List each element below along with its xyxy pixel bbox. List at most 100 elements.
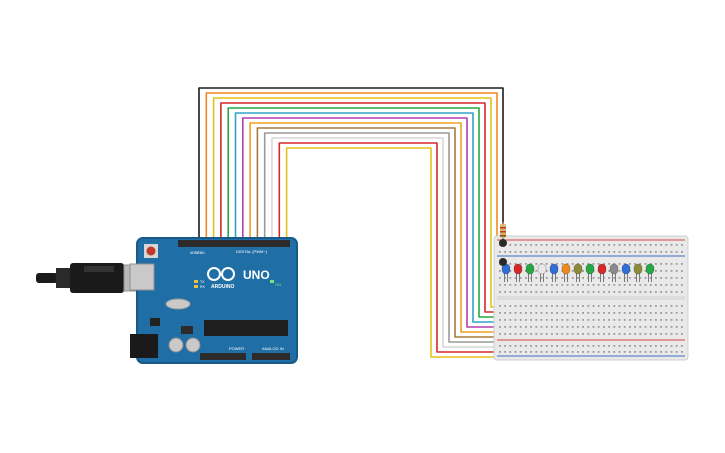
breadboard-hole <box>530 333 532 335</box>
breadboard-hole <box>545 277 548 279</box>
breadboard-hole <box>514 277 517 279</box>
led[interactable] <box>621 263 631 282</box>
breadboard-hole <box>675 251 678 253</box>
breadboard-hole <box>499 251 501 253</box>
breadboard-hole <box>545 333 548 335</box>
breadboard-hole <box>551 284 553 286</box>
breadboard-hole <box>509 305 512 307</box>
breadboard-hole <box>499 351 501 353</box>
led[interactable] <box>525 263 535 282</box>
breadboard-hole <box>608 345 610 347</box>
breadboard-hole <box>592 263 595 265</box>
led[interactable] <box>501 263 511 282</box>
breadboard-hole <box>571 312 574 314</box>
breadboard-hole <box>644 326 647 328</box>
breadboard-hole <box>649 244 652 246</box>
breadboard-hole <box>530 291 532 293</box>
breadboard-hole <box>629 326 631 328</box>
breadboard-hole <box>655 291 657 293</box>
breadboard-hole <box>639 319 642 321</box>
atmega-chip <box>204 320 288 336</box>
breadboard[interactable] <box>493 235 689 361</box>
led[interactable] <box>549 263 559 282</box>
breadboard-hole <box>623 326 626 328</box>
led[interactable] <box>513 263 523 282</box>
breadboard-hole <box>618 319 621 321</box>
breadboard-hole <box>530 326 532 328</box>
breadboard-hole <box>660 345 662 347</box>
breadboard-hole <box>603 312 605 314</box>
voltage-regulator <box>150 318 160 326</box>
breadboard-hole <box>681 333 683 335</box>
breadboard-hole <box>608 263 610 265</box>
breadboard-hole <box>571 284 574 286</box>
breadboard-hole <box>556 305 558 307</box>
breadboard-hole <box>618 345 621 347</box>
breadboard-hole <box>623 333 626 335</box>
led[interactable] <box>561 263 571 282</box>
led[interactable] <box>597 263 607 282</box>
breadboard-hole <box>634 305 636 307</box>
reset-button[interactable] <box>146 246 156 256</box>
usb-cable-end <box>36 273 58 283</box>
breadboard-hole <box>582 251 584 253</box>
breadboard-hole <box>582 284 584 286</box>
transistor[interactable] <box>499 239 507 266</box>
breadboard-hole <box>629 319 631 321</box>
usb-strain-relief <box>56 268 70 288</box>
capacitor-2 <box>185 337 201 353</box>
breadboard-hole <box>577 284 579 286</box>
led[interactable] <box>609 263 619 282</box>
breadboard-hole <box>571 251 574 253</box>
breadboard-hole <box>504 333 506 335</box>
led[interactable] <box>645 263 655 282</box>
breadboard-hole <box>556 284 558 286</box>
breadboard-hole <box>623 305 626 307</box>
breadboard-hole <box>509 270 512 272</box>
breadboard-hole <box>670 291 673 293</box>
breadboard-hole <box>618 291 621 293</box>
breadboard-hole <box>545 326 548 328</box>
breadboard-hole <box>556 333 558 335</box>
breadboard-hole <box>509 291 512 293</box>
breadboard-hole <box>681 263 683 265</box>
breadboard-hole <box>514 326 517 328</box>
rx-led <box>194 285 198 288</box>
usb-cable[interactable] <box>36 263 141 293</box>
breadboard-hole <box>649 319 652 321</box>
breadboard-hole <box>597 312 600 314</box>
breadboard-hole <box>535 251 538 253</box>
transistor-body <box>499 239 507 247</box>
arduino-uno-board[interactable]: UNO ARDUINO DIGITAL (PWM~) POWER ANALOG … <box>129 237 298 364</box>
breadboard-hole <box>649 333 652 335</box>
breadboard-hole <box>509 312 512 314</box>
breadboard-hole <box>644 263 647 265</box>
breadboard-hole <box>499 345 501 347</box>
breadboard-hole <box>660 305 662 307</box>
breadboard-hole <box>592 319 595 321</box>
breadboard-hole <box>644 312 647 314</box>
breadboard-hole <box>665 277 668 279</box>
breadboard-hole <box>681 312 683 314</box>
digital-header <box>178 240 290 247</box>
usb-plug-grip <box>84 266 114 272</box>
breadboard-hole <box>675 345 678 347</box>
led[interactable] <box>573 263 583 282</box>
led[interactable] <box>585 263 595 282</box>
breadboard-hole <box>551 305 553 307</box>
breadboard-hole <box>571 333 574 335</box>
led[interactable] <box>633 263 643 282</box>
breadboard-hole <box>670 305 673 307</box>
gnd-label: GND <box>197 251 205 255</box>
breadboard-hole <box>556 345 558 347</box>
breadboard-hole <box>670 277 673 279</box>
breadboard-hole <box>665 326 668 328</box>
breadboard-hole <box>519 263 522 265</box>
breadboard-hole <box>587 284 590 286</box>
breadboard-hole <box>675 244 678 246</box>
tx-label: TX <box>200 280 205 284</box>
breadboard-hole <box>675 319 678 321</box>
led[interactable] <box>537 263 547 282</box>
breadboard-hole <box>670 312 673 314</box>
breadboard-hole <box>577 277 579 279</box>
